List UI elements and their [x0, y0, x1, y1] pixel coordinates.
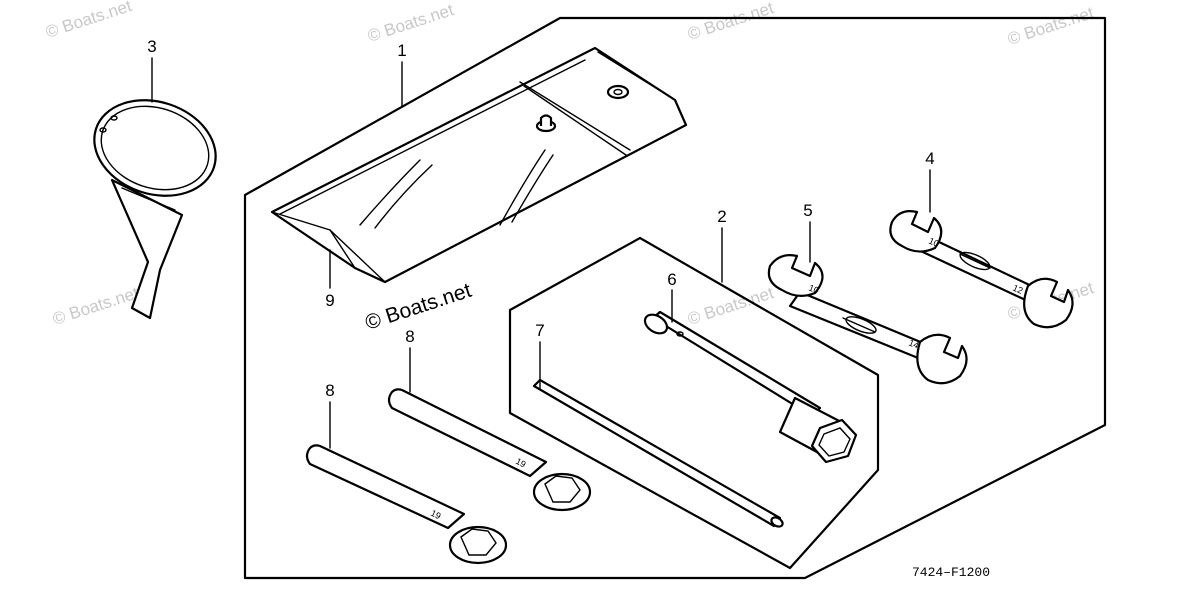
callout-open-wrench-10-14: 5	[803, 201, 812, 220]
leader-lines	[151, 57, 931, 449]
callout-tommy-bar: 7	[535, 321, 544, 340]
open-wrench-10-14-drawing: 10 14	[767, 254, 968, 385]
wrench-stamp: 14	[907, 338, 920, 351]
wrench-stamp: 19	[429, 508, 442, 521]
bag-grommet	[606, 84, 630, 100]
watermark-faint: © Boats.net	[43, 0, 134, 42]
socket-wrench-drawing	[643, 310, 858, 464]
watermark-faint: © Boats.net	[1005, 3, 1096, 49]
ring-wrench-lower-drawing: 19	[305, 444, 508, 565]
callout-bag-fastener: 9	[325, 291, 334, 310]
funnel-drawing	[93, 99, 217, 320]
callout-funnel: 3	[147, 37, 156, 56]
open-wrench-10-12-drawing: 10 12	[889, 210, 1074, 329]
watermark-main: © Boats.net	[362, 279, 474, 335]
ring-wrench-upper-drawing: 19	[387, 388, 592, 512]
wrench-stamp: 10	[927, 236, 940, 249]
figure-code: 7424–F1200	[912, 565, 990, 580]
tommy-bar-drawing	[532, 378, 784, 528]
wrench-stamp: 10	[807, 283, 820, 296]
watermark-faint: © Boats.net	[685, 0, 776, 44]
wrench-stamp: 19	[514, 456, 528, 470]
wrench-stamp: 12	[1011, 283, 1024, 296]
callout-labels: 1 3 2 6 7 5 4 8 8 9	[147, 37, 934, 400]
callout-socket-wrench: 6	[667, 270, 676, 289]
callout-box-wrench-set: 2	[717, 207, 726, 226]
callout-ring-wrench-lower: 8	[325, 381, 334, 400]
wrench-set-boundary	[508, 236, 880, 570]
kit-boundary-outline	[243, 16, 1107, 580]
watermark-faint: © Boats.net	[50, 283, 141, 329]
callout-tool-bag: 1	[397, 41, 406, 60]
callout-open-wrench-10-12: 4	[925, 149, 934, 168]
bag-snap-button	[535, 114, 557, 133]
tool-bag-drawing	[270, 46, 688, 284]
callout-ring-wrench-upper: 8	[405, 327, 414, 346]
watermark-faint: © Boats.net	[365, 0, 456, 46]
